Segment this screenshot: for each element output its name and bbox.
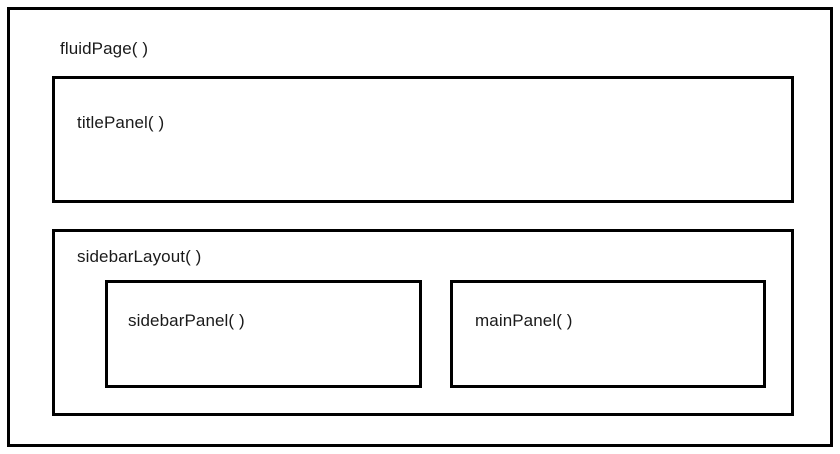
title-panel-box: titlePanel( ) xyxy=(52,76,794,203)
main-panel-box: mainPanel( ) xyxy=(450,280,766,388)
sidebar-panel-box: sidebarPanel( ) xyxy=(105,280,422,388)
sidebar-layout-label: sidebarLayout( ) xyxy=(77,247,202,266)
sidebar-layout-box: sidebarLayout( ) sidebarPanel( ) mainPan… xyxy=(52,229,794,416)
fluid-page-box: fluidPage( ) titlePanel( ) sidebarLayout… xyxy=(7,7,833,447)
main-panel-label: mainPanel( ) xyxy=(475,311,573,330)
sidebar-panel-label: sidebarPanel( ) xyxy=(128,311,245,330)
title-panel-label: titlePanel( ) xyxy=(77,113,165,132)
fluid-page-label: fluidPage( ) xyxy=(60,39,149,58)
